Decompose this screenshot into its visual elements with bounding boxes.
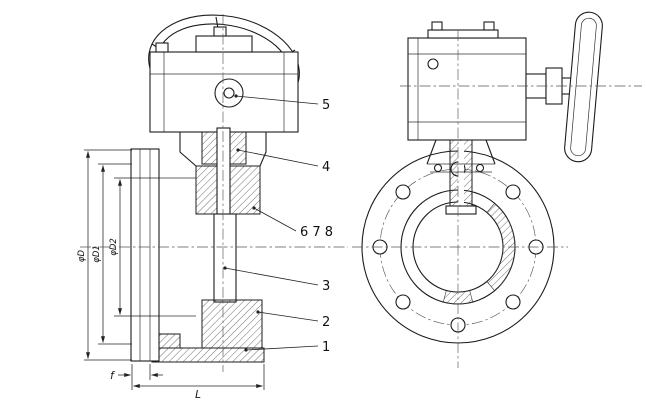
extension-lines bbox=[84, 149, 159, 361]
stem-collar bbox=[445, 205, 477, 215]
callout-3: 3 bbox=[223, 266, 330, 294]
callout-label: 2 bbox=[322, 315, 330, 330]
bolt-hole bbox=[395, 184, 411, 200]
callout-label: 6 7 8 bbox=[300, 225, 333, 240]
stem-top-pin bbox=[223, 87, 235, 99]
callout-label: 1 bbox=[322, 340, 330, 355]
mount-hole bbox=[475, 163, 485, 173]
stem-core bbox=[458, 141, 464, 205]
bolt-hole bbox=[505, 294, 521, 310]
bolt-hole bbox=[395, 294, 411, 310]
pipe-flange-side bbox=[130, 148, 160, 362]
extension-lines-bottom bbox=[131, 364, 265, 390]
leader-line bbox=[257, 311, 319, 322]
seat-section-hatch bbox=[486, 202, 516, 292]
bonnet-neck bbox=[179, 132, 267, 167]
callout-label: 4 bbox=[322, 160, 330, 175]
callout-6-7-8: 6 7 8 bbox=[252, 206, 333, 240]
leader-line bbox=[245, 345, 319, 351]
indicator-pin bbox=[427, 58, 439, 70]
callout-2: 2 bbox=[256, 310, 330, 330]
leader-line bbox=[237, 149, 319, 167]
disc-side bbox=[213, 213, 237, 303]
dim-face-to-face-label: L bbox=[195, 389, 201, 400]
leader-line bbox=[253, 207, 297, 232]
gearbox-housing-front bbox=[407, 37, 527, 141]
bolt-hole bbox=[505, 184, 521, 200]
gearbox-front bbox=[407, 21, 571, 141]
part-callouts: 5 4 6 7 8 3 2 bbox=[223, 94, 333, 355]
handwheel-front bbox=[564, 11, 603, 163]
leader-line bbox=[235, 95, 319, 105]
callout-label: 3 bbox=[322, 279, 330, 294]
body-section bbox=[151, 127, 265, 363]
gearbox-top-strip bbox=[427, 29, 499, 39]
front-view bbox=[352, 11, 642, 368]
mount-hole bbox=[433, 163, 443, 173]
flange-face bbox=[130, 148, 160, 362]
stem-side bbox=[216, 127, 231, 217]
dim-bolt-circle-label: φD1 bbox=[92, 245, 102, 263]
gearbox-side bbox=[149, 26, 299, 133]
disc-pivot-hatch bbox=[442, 290, 474, 305]
side-view: φD φD1 φD2 L f 5 4 bbox=[77, 14, 348, 400]
bolt bbox=[213, 26, 227, 37]
bolt bbox=[483, 21, 495, 31]
leader-line bbox=[224, 267, 319, 286]
callout-1: 1 bbox=[244, 340, 330, 355]
handwheel-rim-edge bbox=[564, 11, 603, 163]
callout-label: 5 bbox=[322, 98, 330, 113]
dim-flange-face-label: f bbox=[110, 370, 116, 382]
neck-flare bbox=[426, 139, 496, 165]
stem-front bbox=[426, 139, 496, 215]
callout-4: 4 bbox=[236, 148, 330, 175]
dim-flange-od-label: φD bbox=[77, 249, 87, 262]
lower-body bbox=[201, 299, 263, 349]
gearbox-cap bbox=[195, 35, 253, 53]
callout-5: 5 bbox=[234, 94, 330, 113]
bolt bbox=[431, 21, 443, 31]
bolt-holes bbox=[372, 161, 544, 333]
bolt bbox=[155, 42, 169, 53]
